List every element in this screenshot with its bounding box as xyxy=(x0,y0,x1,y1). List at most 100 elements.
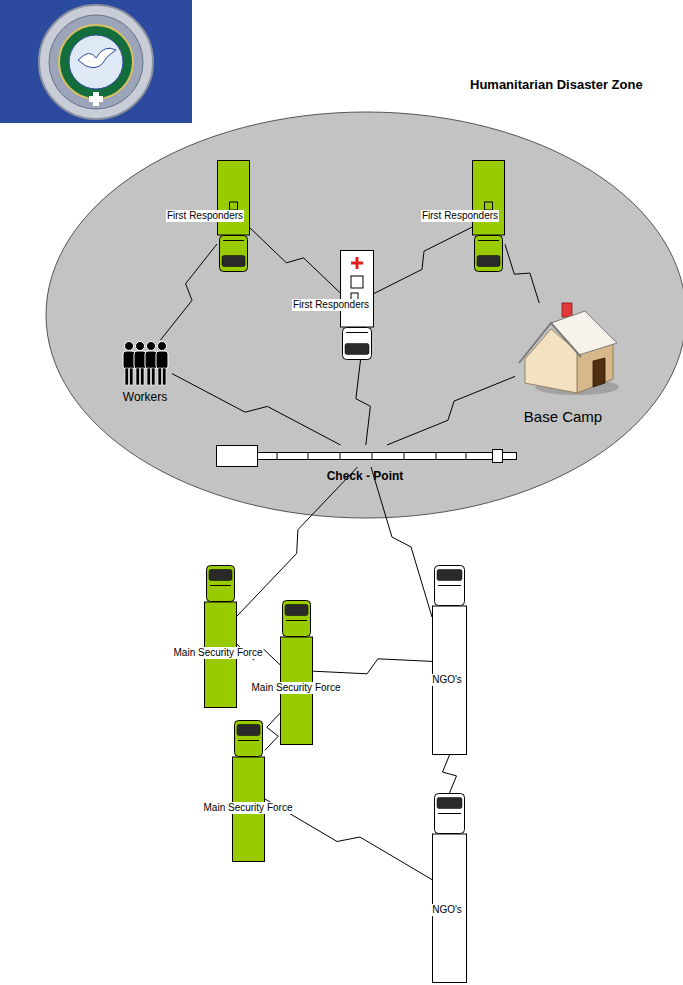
security-truck: Main Security Force xyxy=(280,600,313,745)
node-label: NGO's xyxy=(431,674,463,686)
security-truck: Main Security Force xyxy=(232,720,265,862)
vehicle-drawing xyxy=(432,565,467,755)
truck-cab xyxy=(435,566,465,606)
ngo-truck: NGO's xyxy=(432,565,467,755)
house-chimney xyxy=(562,303,572,317)
lightning-connector xyxy=(265,713,280,750)
truck-cab xyxy=(475,236,503,272)
worker-leg xyxy=(141,368,145,385)
logo-middle-ring xyxy=(49,15,143,109)
truck-cab xyxy=(343,328,372,360)
vehicle-drawing xyxy=(122,340,172,386)
truck-trailer xyxy=(218,161,250,236)
worker-head xyxy=(147,342,156,351)
node-label: First Responders xyxy=(166,210,244,222)
truck-cab-line xyxy=(223,240,244,241)
truck-cab-line xyxy=(346,332,368,333)
worker-leg xyxy=(163,368,167,385)
diagram-title: Humanitarian Disaster Zone xyxy=(470,77,643,92)
barrier-segment xyxy=(436,453,437,460)
barrier-end xyxy=(493,450,503,463)
first-responder-truck: First Responders xyxy=(472,160,505,272)
truck-cab-line xyxy=(238,740,259,741)
lightning-connector xyxy=(374,227,472,293)
truck-windshield xyxy=(237,725,260,736)
lightning-connector xyxy=(237,467,358,616)
lightning-connector xyxy=(313,659,432,674)
truck-windshield xyxy=(437,798,462,809)
house-door xyxy=(593,358,605,387)
worker-leg xyxy=(158,368,162,385)
workers-group: Workers xyxy=(122,340,172,386)
house-eave xyxy=(519,323,581,363)
node-label: First Responders xyxy=(292,299,370,311)
logo-green-ring xyxy=(59,25,133,99)
logo-outer-ring xyxy=(39,5,153,119)
vehicle-drawing xyxy=(432,793,467,983)
worker-body xyxy=(156,351,168,369)
lightning-connector xyxy=(250,228,340,293)
lightning-connector xyxy=(172,374,341,445)
node-label: NGO's xyxy=(431,904,463,916)
worker-leg xyxy=(147,368,151,385)
node-label: First Responders xyxy=(421,210,499,222)
truck-windshield xyxy=(209,570,232,581)
training-center-logo xyxy=(0,0,192,123)
roof-hatch xyxy=(230,202,238,210)
vehicle-drawing xyxy=(515,303,617,395)
worker-head xyxy=(125,342,134,351)
worker-head xyxy=(136,342,145,351)
node-label: Check - Point xyxy=(327,469,404,483)
worker-head xyxy=(158,342,167,351)
lightning-connector xyxy=(371,467,432,617)
truck-cab-line xyxy=(438,585,461,586)
lightning-connector xyxy=(387,376,515,445)
vehicle-drawing xyxy=(232,720,265,862)
barrier-segment xyxy=(277,453,278,460)
truck-cab xyxy=(220,236,248,272)
worker-body xyxy=(123,351,135,369)
node-label: Main Security Force xyxy=(251,682,342,694)
worker-leg xyxy=(130,368,134,385)
truck-windshield xyxy=(477,256,500,267)
lightning-connector xyxy=(443,755,457,793)
ngo-truck: NGO's xyxy=(432,793,467,983)
vehicle-drawing xyxy=(280,600,313,745)
barrier-segment xyxy=(372,453,373,460)
vehicle-drawing xyxy=(204,565,237,708)
truck-cab xyxy=(283,601,311,637)
worker-leg xyxy=(152,368,156,385)
worker-leg xyxy=(125,368,129,385)
truck-windshield xyxy=(222,256,245,267)
node-label: Base Camp xyxy=(524,408,602,425)
logo-center-disc xyxy=(69,35,123,89)
first-responder-truck: First Responders xyxy=(217,160,250,272)
vehicle-drawing xyxy=(216,445,517,467)
worker-body xyxy=(134,351,146,369)
lightning-connector xyxy=(161,244,218,340)
node-label: Main Security Force xyxy=(203,802,294,814)
node-label: Main Security Force xyxy=(173,647,264,659)
truck-cab-line xyxy=(210,585,231,586)
disaster-zone-ellipse xyxy=(46,112,683,518)
truck-cab-line xyxy=(478,240,499,241)
barrier-segment xyxy=(466,453,467,460)
roof-hatch xyxy=(485,202,493,210)
lightning-connector xyxy=(505,244,539,303)
barrier-arm xyxy=(258,453,517,460)
logo-cross-horizontal xyxy=(89,96,103,102)
node-label: Workers xyxy=(123,390,167,404)
base-camp-house: Base Camp xyxy=(515,303,617,395)
worker-body xyxy=(145,351,157,369)
logo-dove xyxy=(78,48,116,67)
ambulance-window xyxy=(351,276,363,288)
truck-windshield xyxy=(285,605,308,616)
truck-cab xyxy=(207,566,235,602)
barrier-segment xyxy=(340,453,341,460)
logo-background xyxy=(0,0,192,123)
barrier-segment xyxy=(308,453,309,460)
truck-trailer xyxy=(341,251,374,328)
